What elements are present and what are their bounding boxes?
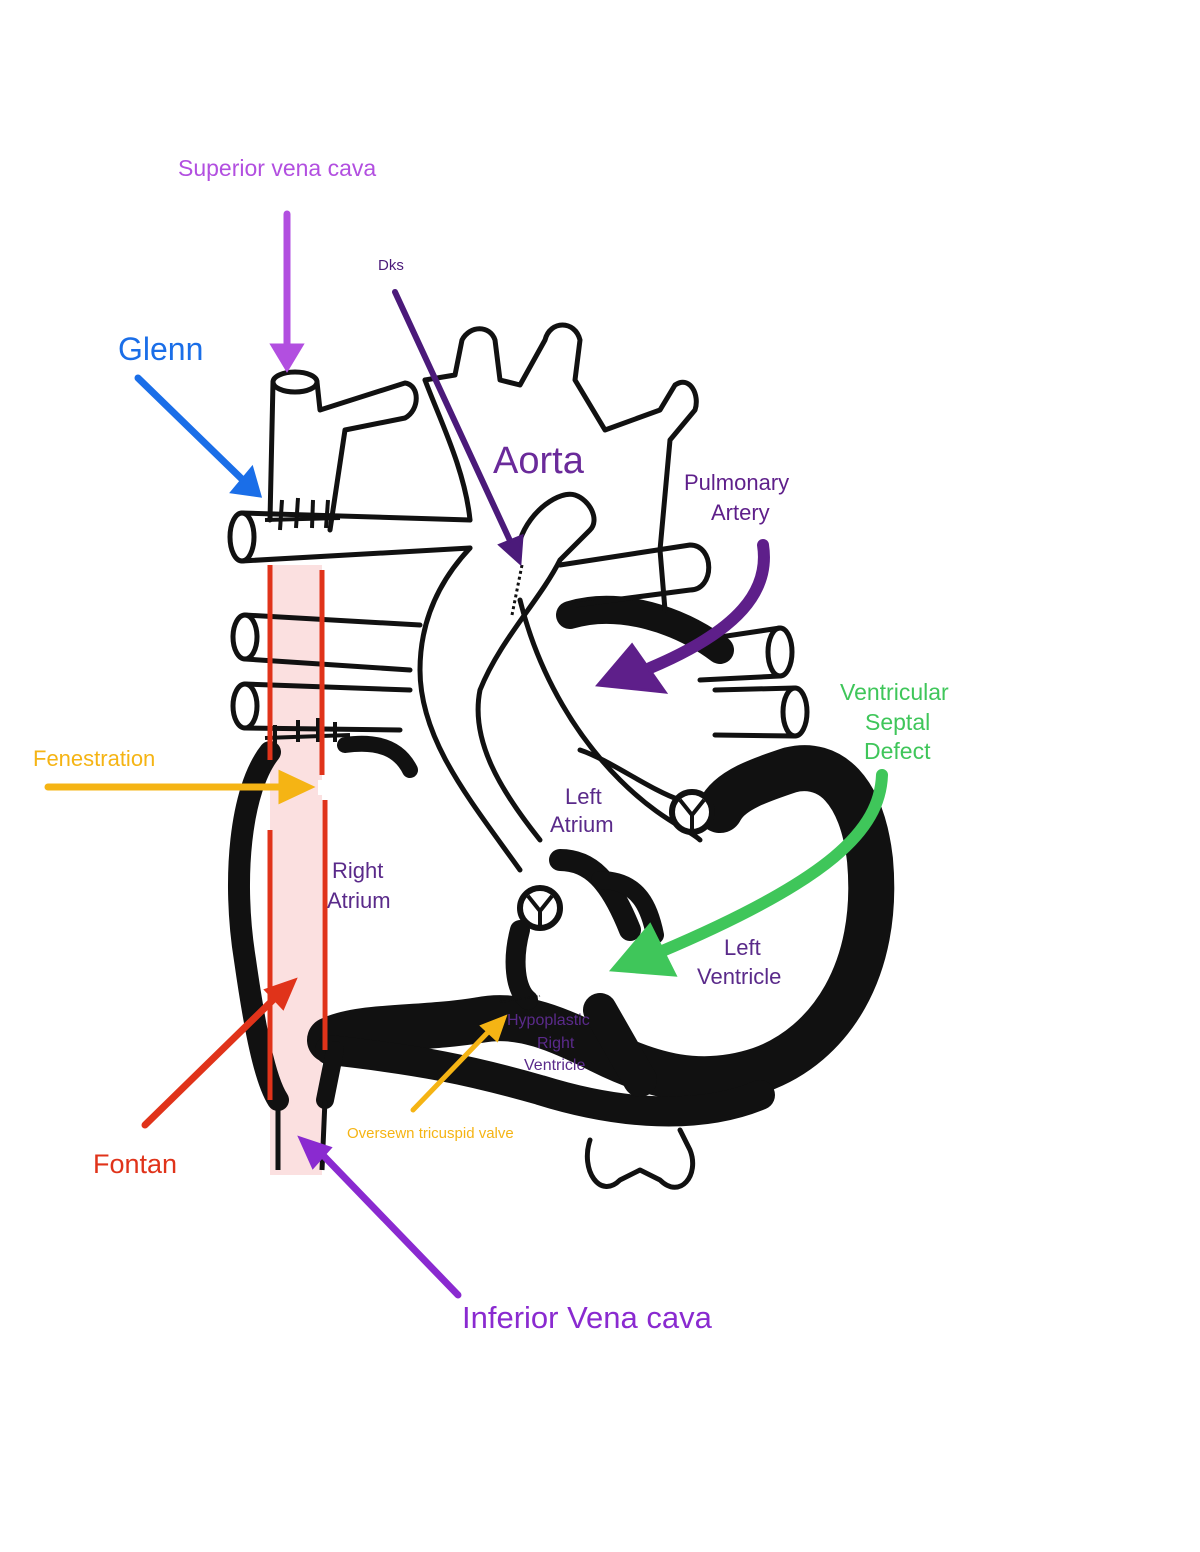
annotation-arrows: [44, 210, 888, 1299]
label-pulmonary-artery-1: Pulmonary: [684, 470, 789, 495]
fontan-conduit: [270, 565, 322, 1175]
label-left-atrium-2: Atrium: [550, 812, 614, 837]
fenestration-gap: [318, 780, 328, 795]
label-oversewn-tricuspid-valve: Oversewn tricuspid valve: [347, 1125, 514, 1142]
valves: [517, 789, 715, 931]
dks-sutures: [510, 564, 524, 616]
label-hypoplastic-rv-2: Right: [537, 1035, 575, 1052]
glenn-sutures: [264, 497, 351, 745]
label-pulmonary-artery-2: Artery: [711, 500, 770, 525]
label-fenestration: Fenestration: [33, 746, 155, 771]
label-left-ventricle-1: Left: [724, 935, 761, 960]
label-left-atrium-1: Left: [565, 784, 602, 809]
label-hypoplastic-rv-3: Ventricle: [524, 1057, 585, 1074]
fontan-lines: [267, 565, 328, 1100]
label-right-atrium-2: Atrium: [327, 888, 391, 913]
label-right-atrium-1: Right: [332, 858, 383, 883]
label-glenn: Glenn: [118, 331, 203, 367]
oversewn-valve-stitch: [499, 995, 541, 1003]
label-aorta: Aorta: [493, 440, 585, 482]
label-vsd-1: Ventricular: [840, 679, 949, 705]
label-vsd-3: Defect: [864, 738, 931, 764]
label-superior-vena-cava: Superior vena cava: [178, 155, 376, 181]
label-vsd-2: Septal: [865, 709, 930, 735]
label-left-ventricle-2: Ventricle: [697, 964, 781, 989]
label-inferior-vena-cava: Inferior Vena cava: [462, 1300, 713, 1335]
label-hypoplastic-rv-1: Hypoplastic: [507, 1012, 590, 1029]
label-fontan: Fontan: [93, 1149, 177, 1179]
label-dks: Dks: [378, 257, 404, 274]
